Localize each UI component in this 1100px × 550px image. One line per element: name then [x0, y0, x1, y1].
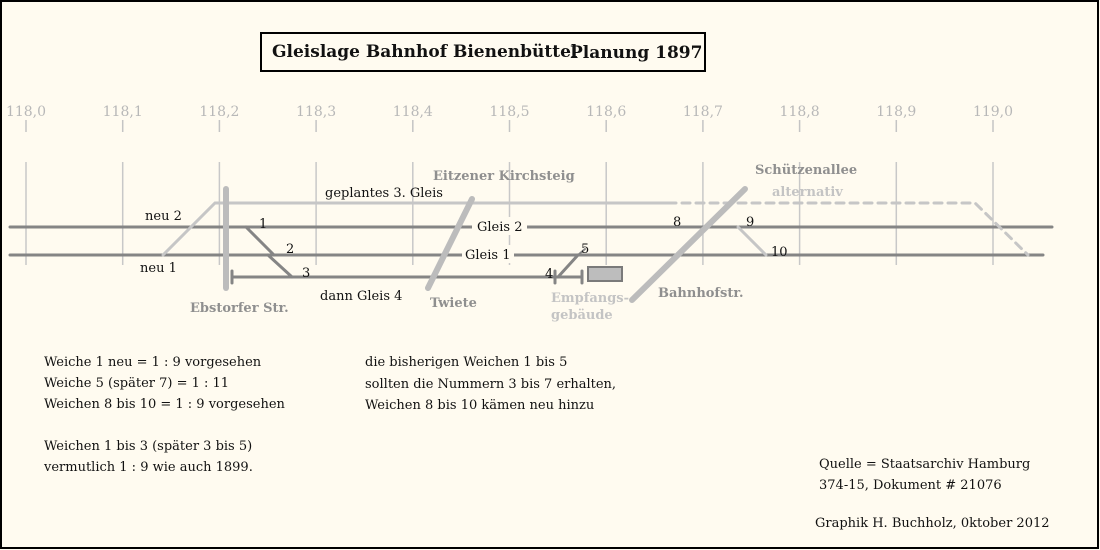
street-bahnhofstr: Bahnhofstr.: [658, 286, 744, 301]
note-middle-line: die bisherigen Weichen 1 bis 5: [365, 355, 567, 370]
station-building: [587, 266, 623, 282]
km-scale: 118,0 118,1 118,2 118,3 118,4 118,5 118,6 118,7…: [6, 104, 1013, 265]
note-middle-line: Weichen 8 bis 10 kämen neu hinzu: [365, 398, 594, 413]
label-gleis-2: Gleis 2: [477, 220, 522, 235]
switch-number-10: 10: [771, 245, 788, 260]
source-line-2: 374-15, Dokument # 21076: [819, 478, 1002, 493]
label-alternativ: alternativ: [772, 185, 843, 200]
track-planned-3: [161, 201, 670, 257]
note-left-line: vermutlich 1 : 9 wie auch 1899.: [43, 460, 253, 475]
title-subtitle: Planung 1897: [570, 43, 702, 63]
switch-4-5-connector: [556, 253, 580, 279]
note-left-line: Weichen 8 bis 10 = 1 : 9 vorgesehen: [44, 397, 286, 412]
km-label: 118,3: [296, 104, 336, 120]
street-ebstorfer: Ebstorfer Str.: [190, 301, 289, 316]
label-bg-gleis-2: [472, 217, 527, 235]
street-schuetzen: Schützenallee: [755, 163, 857, 178]
roads: [223, 186, 748, 303]
km-label: 118,4: [393, 104, 433, 120]
label-planned-3: geplantes 3. Gleis: [325, 186, 443, 201]
note-left-line: Weiche 1 neu = 1 : 9 vorgesehen: [44, 355, 262, 370]
switch-number-2: 2: [286, 242, 294, 257]
label-bg-gleis-1: [462, 245, 514, 263]
switch-number-3: 3: [302, 266, 310, 281]
km-label: 118,9: [876, 104, 916, 120]
track-planned-3-alternative: [666, 201, 1030, 257]
label-empfang-2: gebäude: [551, 308, 613, 323]
note-left-line: Weichen 1 bis 3 (später 3 bis 5): [44, 439, 252, 454]
title-main: Gleislage Bahnhof Bienenbüttel: [272, 42, 578, 62]
source-line-1: Quelle = Staatsarchiv Hamburg: [819, 457, 1030, 472]
label-empfang-1: Empfangs-: [551, 291, 629, 306]
label-neu-2: neu 2: [145, 209, 182, 224]
title-box: [260, 32, 706, 72]
street-eitzener: Eitzener Kirchsteig: [433, 169, 575, 184]
notes-middle: die bisherigen Weichen 1 bis 5 sollten d…: [365, 355, 616, 413]
km-label: 118,7: [683, 104, 723, 120]
switch-number-5: 5: [581, 242, 589, 257]
switch-3-connector: [266, 253, 294, 279]
switch-number-1: 1: [259, 217, 267, 232]
switch-number-9: 9: [746, 215, 754, 230]
km-label: 119,0: [973, 104, 1013, 120]
label-neu-1: neu 1: [140, 261, 177, 276]
km-label: 118,6: [586, 104, 626, 120]
tracks: [8, 201, 1054, 285]
switch-number-4: 4: [545, 267, 553, 282]
km-label: 118,5: [489, 104, 529, 120]
switch-number-8: 8: [673, 215, 681, 230]
switch-1-2-connector: [244, 225, 276, 257]
road-twiete: [425, 196, 475, 291]
note-middle-line: sollten die Nummern 3 bis 7 erhalten,: [365, 377, 616, 392]
note-left-line: Weiche 5 (später 7) = 1 : 11: [44, 376, 229, 391]
street-twiete: Twiete: [430, 296, 477, 311]
label-gleis-4: dann Gleis 4: [320, 289, 402, 304]
road-bahnhofstr: [629, 186, 748, 303]
switch-9-10-connector: [736, 225, 768, 257]
credit: Graphik H. Buchholz, 0ktober 2012: [815, 516, 1050, 531]
km-label: 118,1: [103, 104, 143, 120]
km-label: 118,8: [780, 104, 820, 120]
km-label: 118,0: [6, 104, 46, 120]
label-gleis-1: Gleis 1: [465, 248, 510, 263]
siding-stub: [577, 248, 586, 256]
km-label: 118,2: [199, 104, 239, 120]
notes-left: Weiche 1 neu = 1 : 9 vorgesehen Weiche 5…: [43, 355, 286, 475]
